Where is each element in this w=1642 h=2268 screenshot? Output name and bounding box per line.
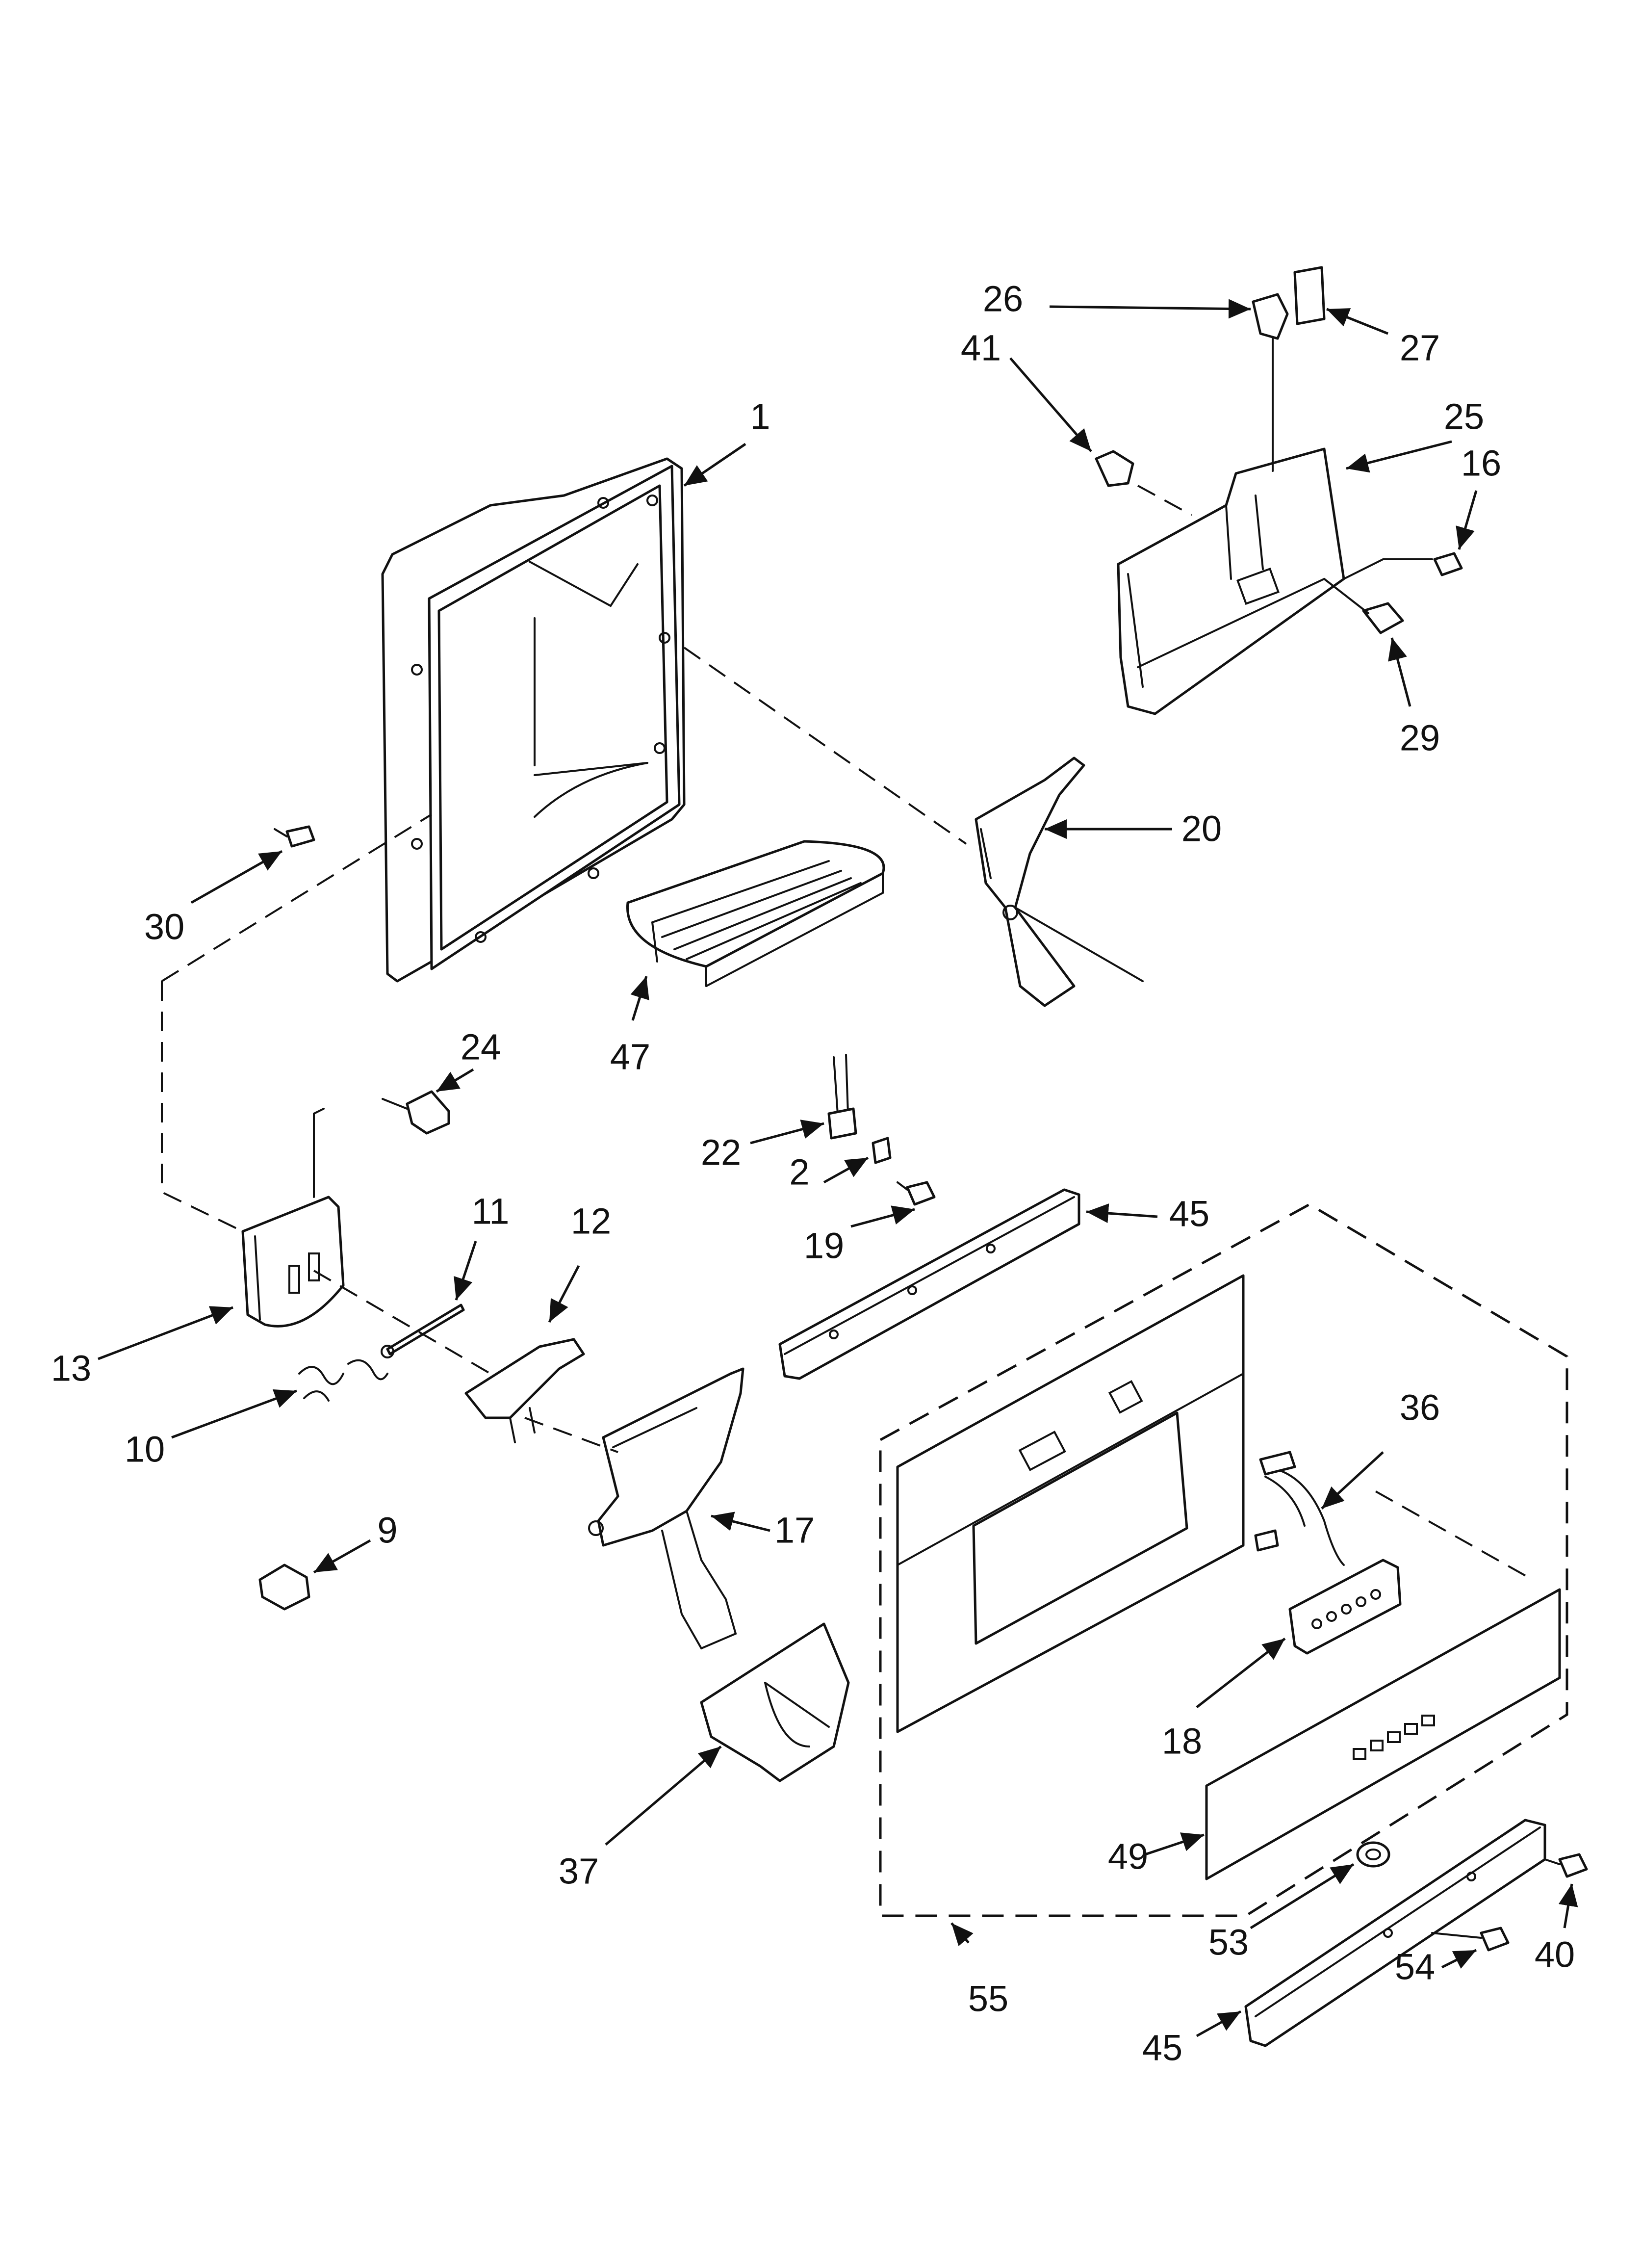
callout-26: 26 (983, 279, 1023, 319)
callout-27: 27 (1400, 328, 1440, 368)
callout-24: 24 (461, 1027, 501, 1068)
screw-19 (897, 1181, 936, 1206)
springs (298, 1359, 388, 1402)
actuator-motor (241, 1108, 345, 1328)
nut (258, 1564, 310, 1611)
button-41 (1095, 450, 1134, 487)
callout-25: 25 (1444, 396, 1484, 437)
callout-19: 19 (804, 1225, 844, 1266)
insulator (1293, 266, 1326, 325)
switch-bracket (1117, 447, 1345, 715)
screw-16 (1433, 552, 1463, 576)
front-panel (896, 1274, 1245, 1733)
screw-30 (274, 825, 315, 848)
water-lever (975, 756, 1085, 1007)
callout-49: 49 (1108, 1836, 1148, 1877)
callout-16: 16 (1461, 443, 1501, 484)
micro-switch (1252, 293, 1289, 340)
callout-12: 12 (571, 1201, 611, 1242)
callout-45-upper: 45 (1169, 1194, 1209, 1234)
screw-54 (1431, 1927, 1510, 1952)
callout-1: 1 (750, 396, 770, 437)
wire-harness (1254, 1451, 1345, 1566)
callout-40: 40 (1535, 1934, 1575, 1975)
callout-17: 17 (774, 1510, 815, 1551)
pin (381, 1303, 465, 1358)
rail-upper (778, 1188, 1080, 1380)
callout-13: 13 (51, 1348, 91, 1389)
plate-2 (872, 1137, 892, 1164)
grille (626, 840, 885, 987)
control-board (1288, 1559, 1402, 1655)
callout-53: 53 (1208, 1922, 1249, 1963)
callout-9: 9 (377, 1510, 397, 1551)
callout-47: 47 (610, 1037, 650, 1077)
solenoid (382, 1090, 450, 1135)
overlay-panel (1205, 1588, 1561, 1880)
callout-29: 29 (1400, 718, 1440, 758)
callout-20: 20 (1181, 808, 1222, 849)
callout-10: 10 (125, 1429, 165, 1470)
bracket-12 (464, 1338, 585, 1443)
screw-40 (1544, 1853, 1588, 1878)
callout-36: 36 (1400, 1387, 1440, 1428)
housing-frame (381, 457, 686, 983)
callout-54: 54 (1395, 1947, 1435, 1987)
ice-chute (700, 1622, 850, 1782)
callout-45-lower: 45 (1142, 2028, 1182, 2068)
callout-37: 37 (559, 1851, 599, 1892)
callout-30: 30 (144, 907, 184, 947)
callout-55: 55 (968, 1979, 1008, 2019)
callout-2: 2 (789, 1152, 809, 1193)
ice-lever (588, 1367, 744, 1650)
callout-41: 41 (961, 328, 1001, 368)
spring-clip (827, 1054, 857, 1140)
callout-11: 11 (472, 1191, 510, 1232)
callout-18: 18 (1162, 1721, 1202, 1762)
callout-22: 22 (701, 1132, 741, 1173)
button-cap (1356, 1841, 1390, 1868)
lamp-socket (1362, 602, 1404, 634)
